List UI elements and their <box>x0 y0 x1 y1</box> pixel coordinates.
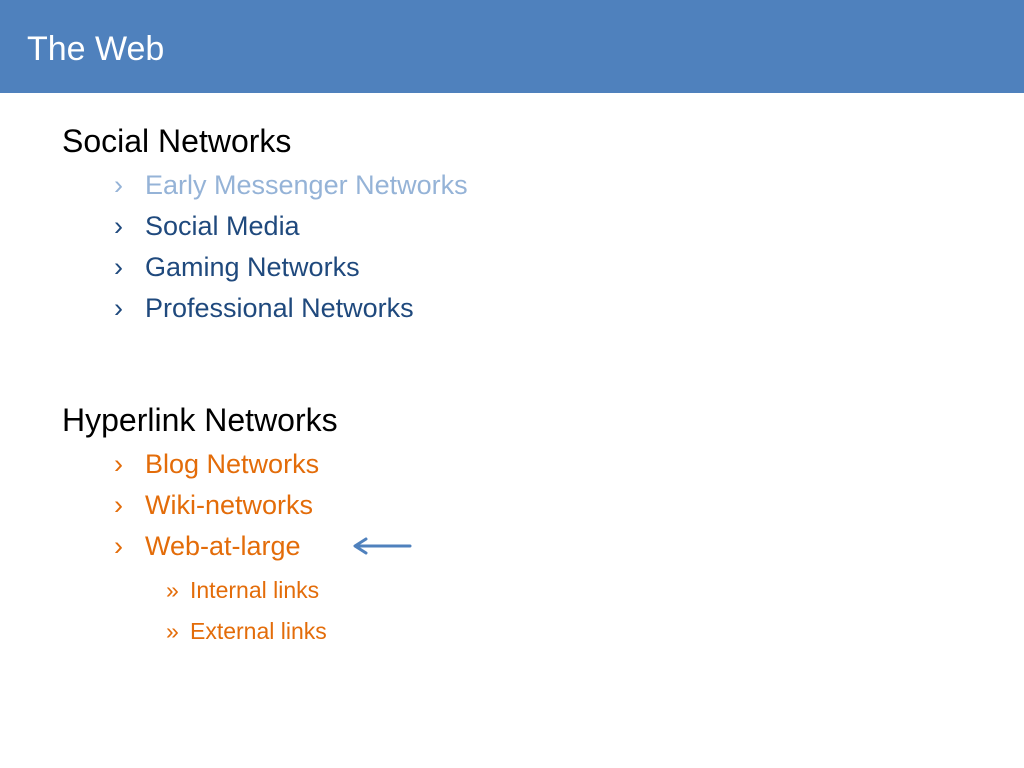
left-arrow-icon <box>353 537 412 555</box>
bullet-icon: › <box>114 293 123 323</box>
list-item-label: Wiki-networks <box>145 490 314 520</box>
bullet-icon: › <box>114 252 123 282</box>
section-heading-hyperlink-networks: Hyperlink Networks <box>62 402 338 438</box>
section-heading-social-networks: Social Networks <box>62 123 292 159</box>
sub-list-item-label: External links <box>190 618 327 644</box>
bullet-icon: › <box>114 490 123 520</box>
title-bar: The Web <box>0 0 1024 93</box>
slide-title: The Web <box>27 30 165 68</box>
bullet-icon: › <box>114 531 123 561</box>
list-item-label: Blog Networks <box>145 449 320 479</box>
bullet-icon: › <box>114 170 123 200</box>
list-item-label: Web-at-large <box>145 531 301 561</box>
list-item-label: Social Media <box>145 211 300 241</box>
sub-list-item-label: Internal links <box>190 577 320 603</box>
list-item-label: Early Messenger Networks <box>145 170 468 200</box>
list-item-label: Professional Networks <box>145 293 414 323</box>
list-item-label: Gaming Networks <box>145 252 360 282</box>
double-chevron-icon: » <box>166 618 179 644</box>
bullet-icon: › <box>114 211 123 241</box>
double-chevron-icon: » <box>166 577 179 603</box>
bullet-icon: › <box>114 449 123 479</box>
